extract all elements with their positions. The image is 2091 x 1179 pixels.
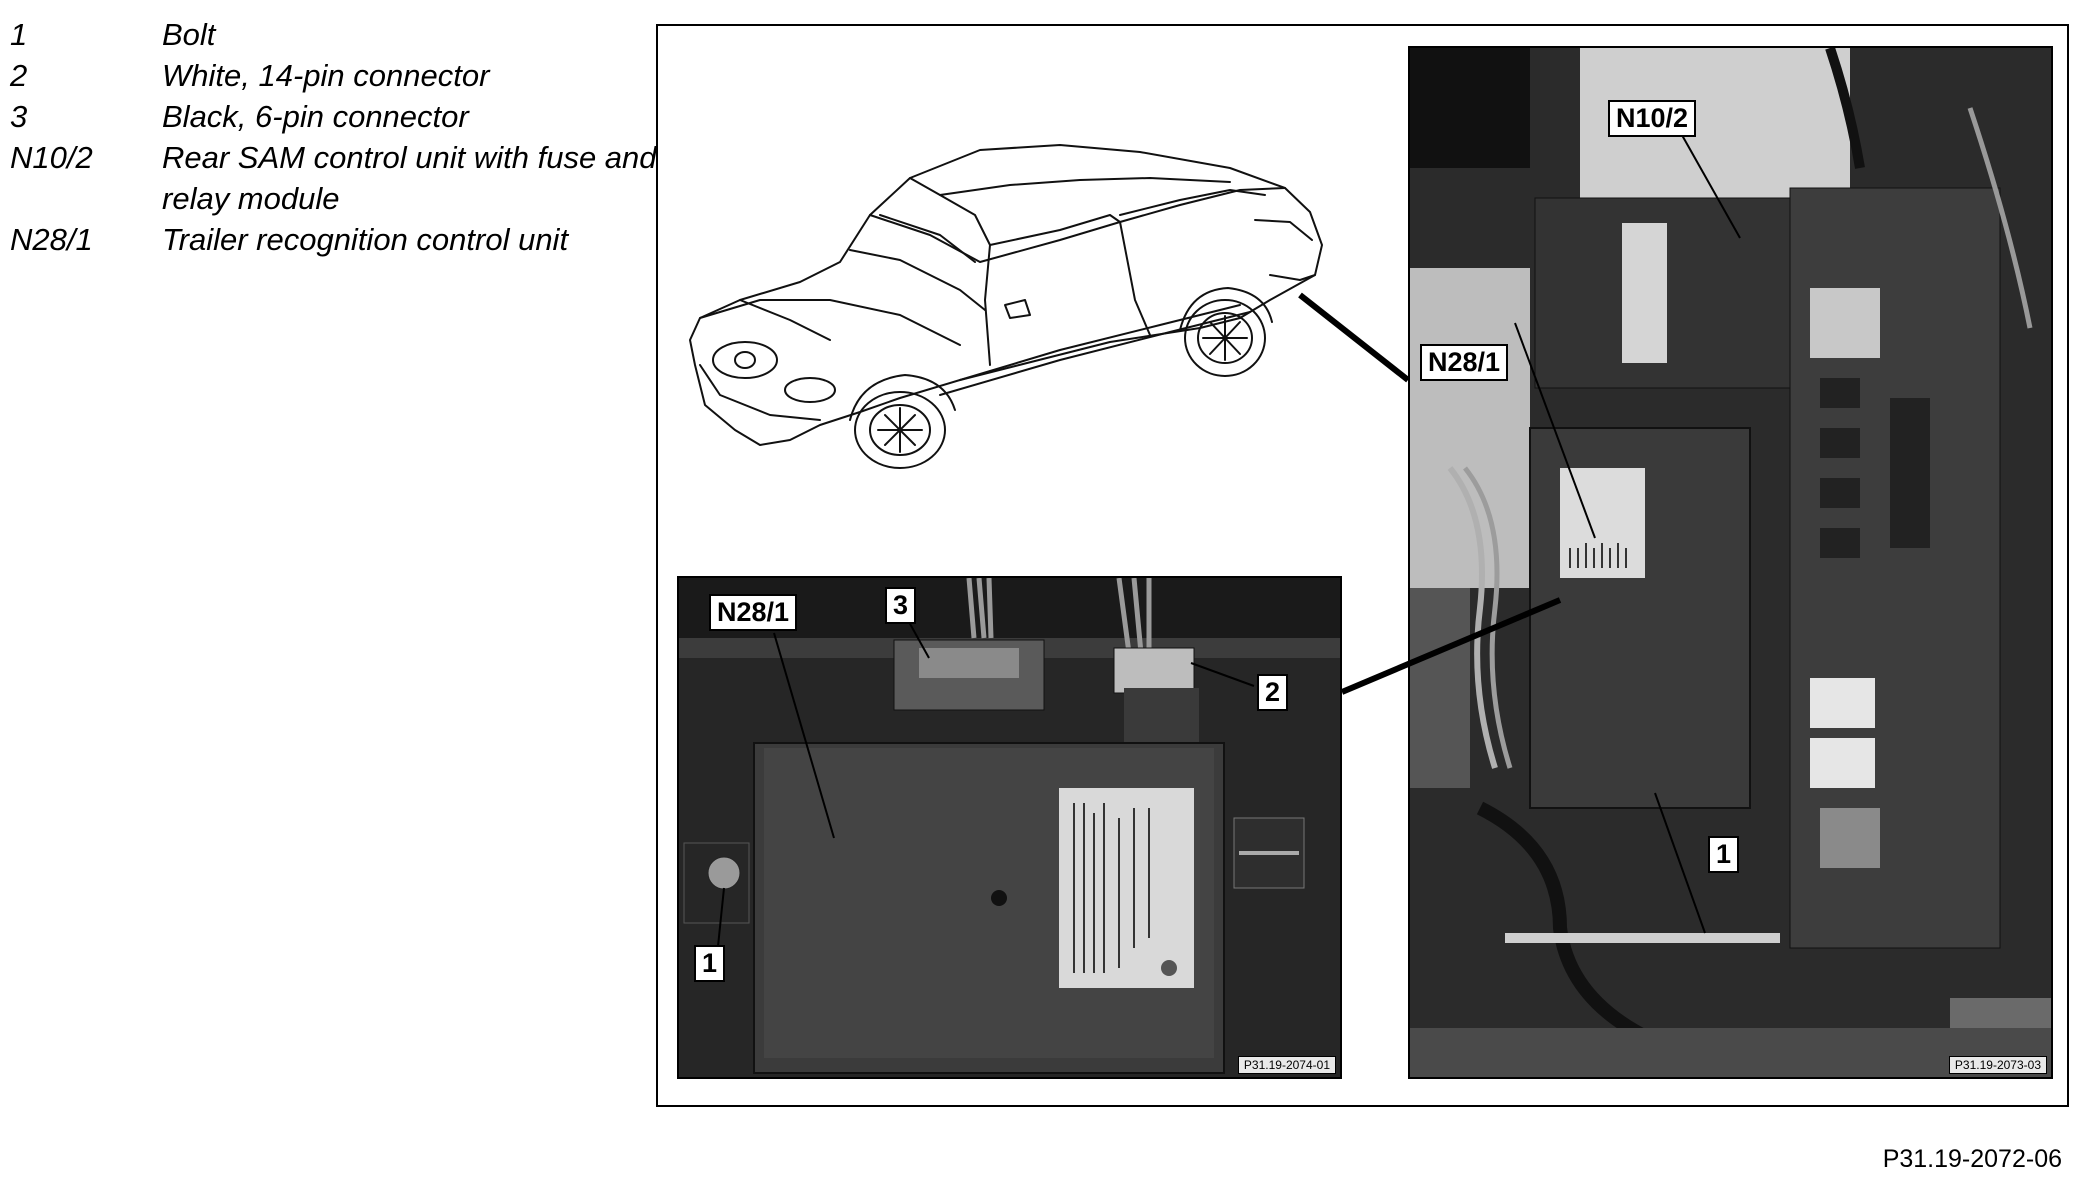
legend-desc: Black, 6-pin connector (162, 99, 469, 134)
legend-key: N10/2 (10, 140, 93, 175)
detail-photo-sam-unit: N10/2 N28/1 1 P31.19-2073-03 (1408, 46, 2053, 1079)
photo-ref-right: P31.19-2073-03 (1948, 1056, 2047, 1074)
callout-1-left: 1 (694, 945, 726, 982)
photo-trailer-unit-art (679, 578, 1340, 1077)
legend-key: 1 (10, 17, 28, 52)
figure-frame (656, 24, 2069, 1107)
callout-2: 2 (1257, 674, 1289, 711)
callout-3: 3 (885, 587, 917, 624)
legend-desc: Bolt (162, 17, 216, 52)
legend-key: 2 (10, 58, 28, 93)
legend-desc: Rear SAM control unit with fuse and rela… (162, 140, 657, 216)
legend-desc: Trailer recognition control unit (162, 222, 569, 257)
photo-sam-unit-art (1410, 48, 2051, 1077)
legend-key: N28/1 (10, 222, 93, 257)
callout-1-right: 1 (1708, 836, 1740, 873)
callout-n10-2: N10/2 (1608, 100, 1697, 137)
figure-id: P31.19-2072-06 (1882, 1145, 2062, 1173)
legend-key: 3 (10, 99, 28, 134)
photo-ref-left: P31.19-2074-01 (1237, 1056, 1336, 1074)
detail-photo-trailer-unit: N28/1 3 2 1 P31.19-2074-01 (677, 576, 1342, 1079)
legend-desc: White, 14-pin connector (162, 58, 490, 93)
callout-n28-1-left: N28/1 (709, 594, 798, 631)
callout-n28-1-right: N28/1 (1420, 344, 1509, 381)
